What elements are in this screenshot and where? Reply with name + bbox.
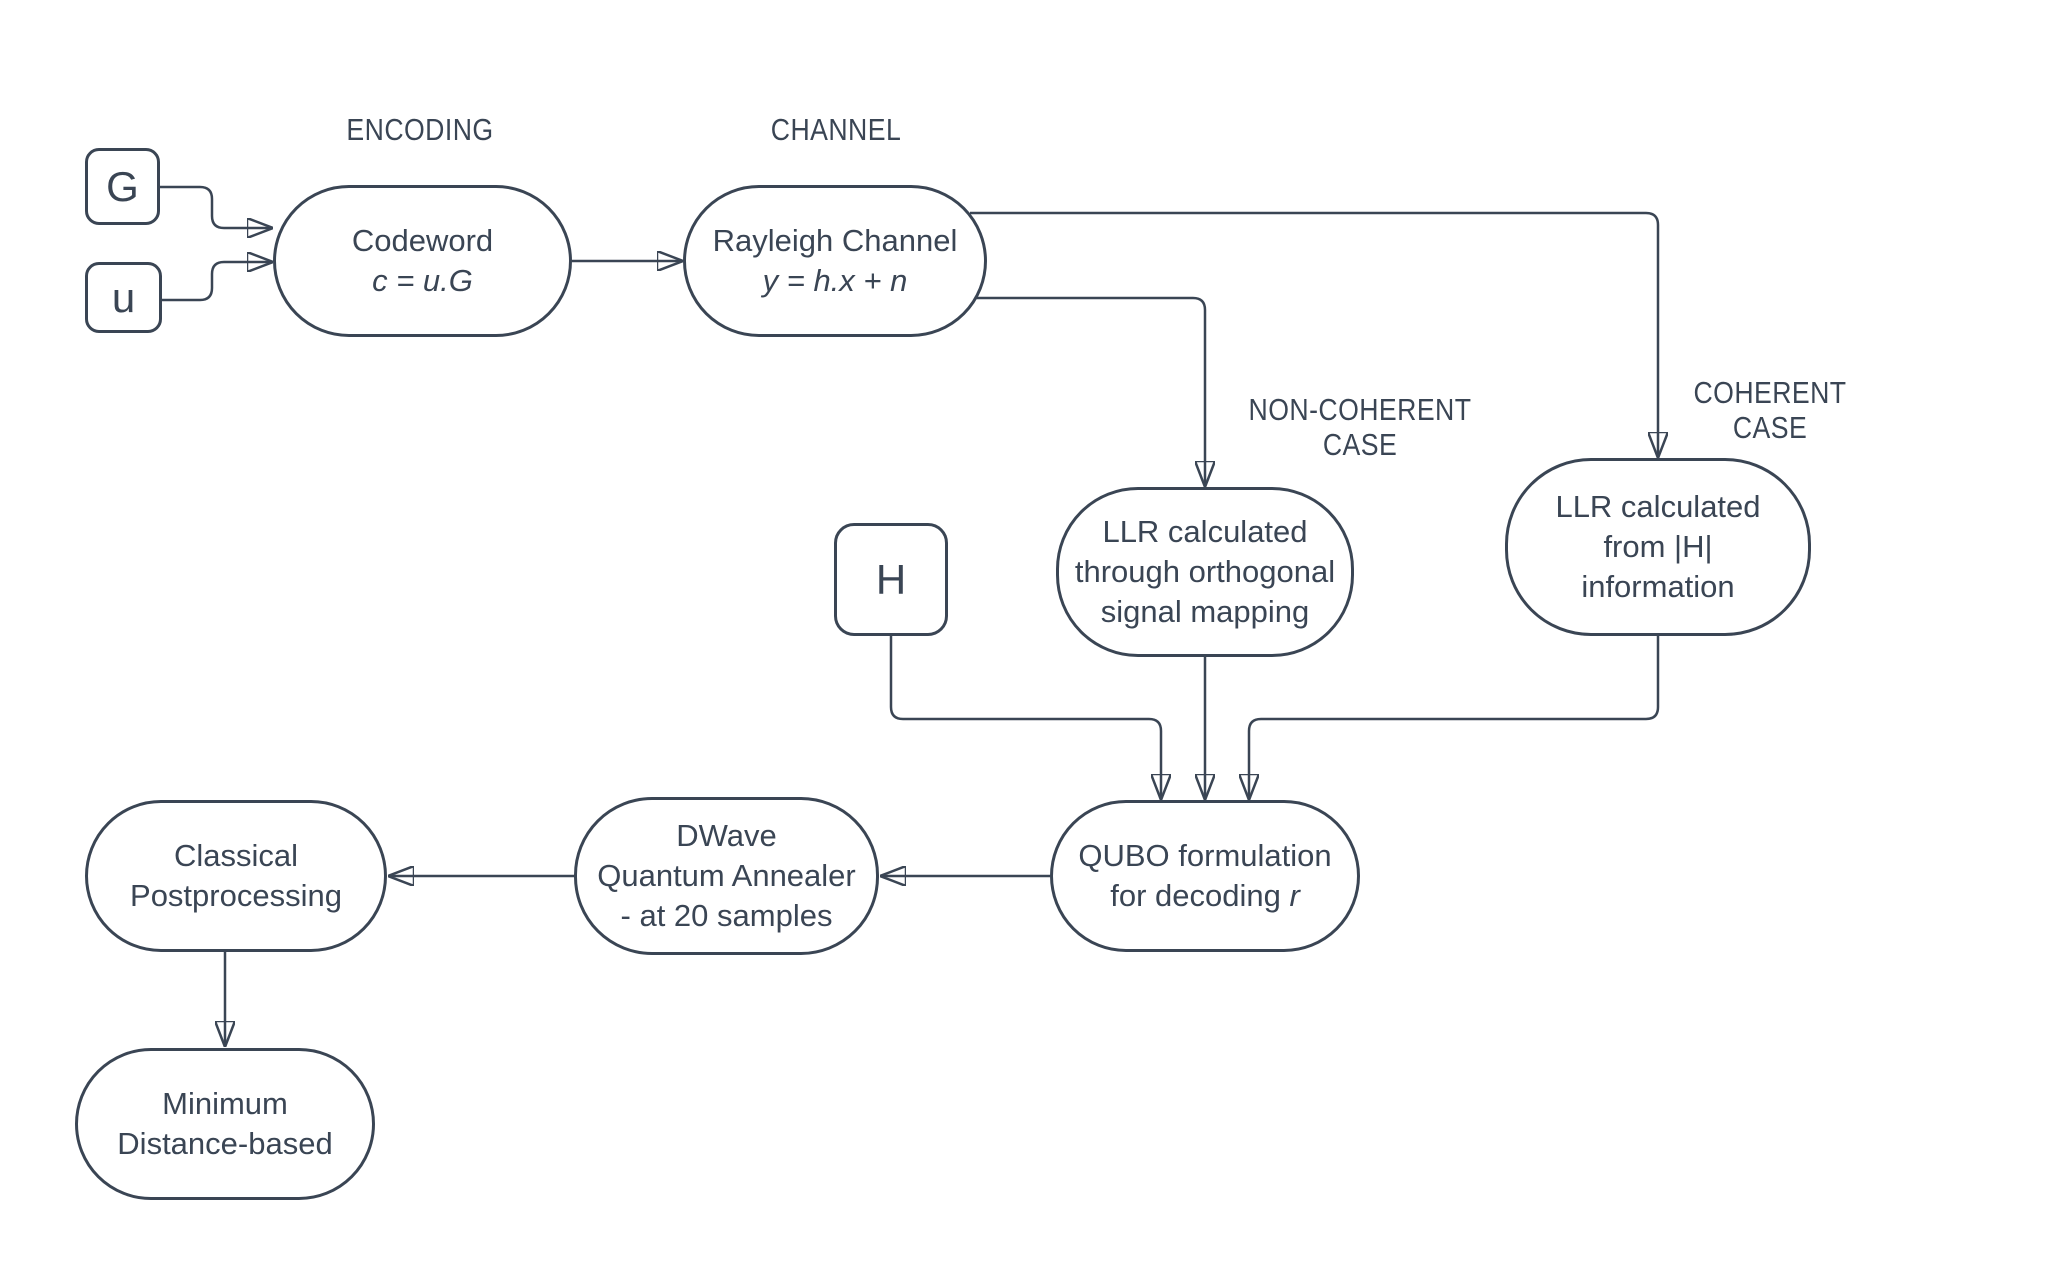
label-encoding: ENCODING [346, 112, 494, 147]
edge-rayleigh-to-coherent [970, 211, 1658, 456]
llr-coherent-line3: information [1581, 569, 1735, 604]
node-minimum-distance: Minimum Distance-based [75, 1048, 375, 1200]
label-non-coherent-case: NON-COHERENT CASE [1197, 392, 1524, 462]
h-input-label: H [875, 555, 907, 603]
node-h-input: H [834, 523, 948, 636]
node-g-input: G [85, 148, 160, 225]
g-input-label: G [106, 162, 139, 210]
rayleigh-formula: y = h.x + n [762, 263, 908, 298]
label-coherent-line2: CASE [1732, 410, 1808, 445]
classical-line1: Classical [173, 838, 299, 873]
edge-coherent-to-qubo [1249, 636, 1660, 798]
node-dwave-annealer: DWave Quantum Annealer - at 20 samples [574, 797, 879, 955]
node-llr-noncoherent: LLR calculated through orthogonal signal… [1056, 487, 1354, 657]
qubo-decoding-variable: r [1289, 878, 1300, 913]
dwave-line3: - at 20 samples [620, 898, 833, 933]
llr-noncoherent-line2: through orthogonal [1074, 554, 1336, 589]
label-coherent-line1: COHERENT [1693, 375, 1847, 410]
label-coherent-case: COHERENT CASE [1607, 375, 1934, 445]
rayleigh-title: Rayleigh Channel [712, 223, 958, 258]
llr-noncoherent-line3: signal mapping [1100, 594, 1310, 629]
node-llr-coherent: LLR calculated from |H| information [1505, 458, 1811, 636]
node-codeword: Codeword c = u.G [273, 185, 572, 337]
llr-noncoherent-line1: LLR calculated [1102, 514, 1308, 549]
llr-coherent-line1: LLR calculated [1555, 489, 1761, 524]
classical-line2: Postprocessing [130, 878, 342, 913]
label-channel: CHANNEL [770, 112, 902, 147]
node-qubo: QUBO formulation for decoding r [1050, 800, 1360, 952]
node-u-input: u [85, 262, 162, 333]
label-non-coherent-line1: NON-COHERENT [1248, 392, 1472, 427]
edge-h-to-qubo [889, 636, 1161, 798]
llr-coherent-line2: from |H| [1603, 529, 1713, 564]
node-rayleigh-channel: Rayleigh Channel y = h.x + n [683, 185, 987, 337]
edge-u-to-codeword [162, 262, 271, 302]
qubo-line1: QUBO formulation [1078, 838, 1332, 873]
qubo-line2: for decoding r [1110, 878, 1300, 913]
u-input-label: u [111, 273, 136, 321]
edge-g-to-codeword [160, 185, 271, 228]
dwave-line2: Quantum Annealer [597, 858, 856, 893]
minimum-line1: Minimum [162, 1086, 288, 1121]
codeword-formula: c = u.G [372, 263, 473, 298]
node-classical-postprocessing: Classical Postprocessing [85, 800, 387, 952]
dwave-line1: DWave [676, 818, 777, 853]
label-non-coherent-line2: CASE [1322, 427, 1398, 462]
minimum-line2: Distance-based [117, 1126, 333, 1161]
codeword-title: Codeword [351, 223, 494, 258]
edge-rayleigh-to-noncoherent [975, 296, 1205, 485]
